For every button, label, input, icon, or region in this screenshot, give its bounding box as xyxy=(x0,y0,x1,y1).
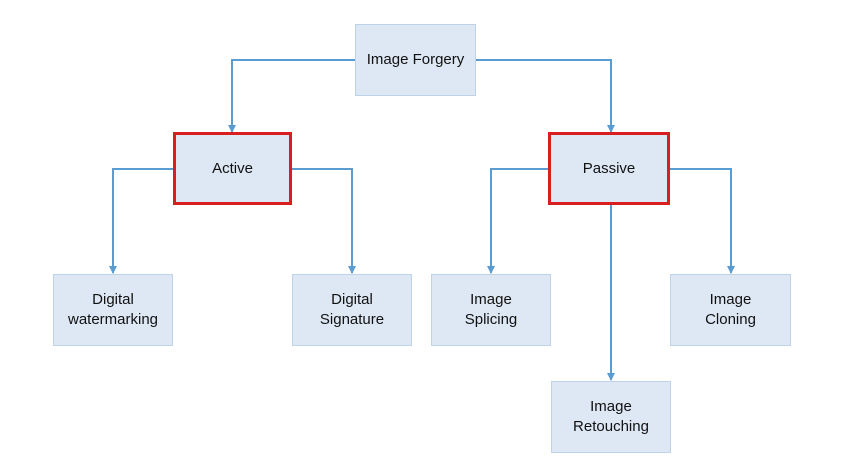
node-label: Active xyxy=(212,159,253,177)
node-passive: Passive xyxy=(548,132,670,205)
node-digital-watermarking: Digital watermarking xyxy=(53,274,173,346)
node-digital-signature: Digital Signature xyxy=(292,274,412,346)
node-label: Image Cloning xyxy=(705,291,756,328)
node-label: Digital Signature xyxy=(319,291,385,328)
node-image-retouching: Image Retouching xyxy=(551,381,671,453)
connector-passive-to-image-splicing xyxy=(487,168,548,274)
node-label: Image Forgery xyxy=(366,51,465,68)
connector-active-to-digital-watermarking xyxy=(109,168,174,274)
node-label: Digital watermarking xyxy=(67,291,159,328)
node-active: Active xyxy=(173,132,292,205)
connector-passive-to-image-cloning xyxy=(669,168,735,274)
connector-root-to-active xyxy=(228,59,356,133)
node-label: Passive xyxy=(582,159,636,177)
connector-root-to-passive xyxy=(475,59,615,133)
node-label: Image Retouching xyxy=(573,398,649,435)
node-label: Image Splicing xyxy=(464,291,518,328)
connector-active-to-digital-signature xyxy=(291,168,356,274)
node-image-forgery: Image Forgery xyxy=(355,24,476,96)
node-image-cloning: Image Cloning xyxy=(670,274,791,346)
node-image-splicing: Image Splicing xyxy=(431,274,551,346)
